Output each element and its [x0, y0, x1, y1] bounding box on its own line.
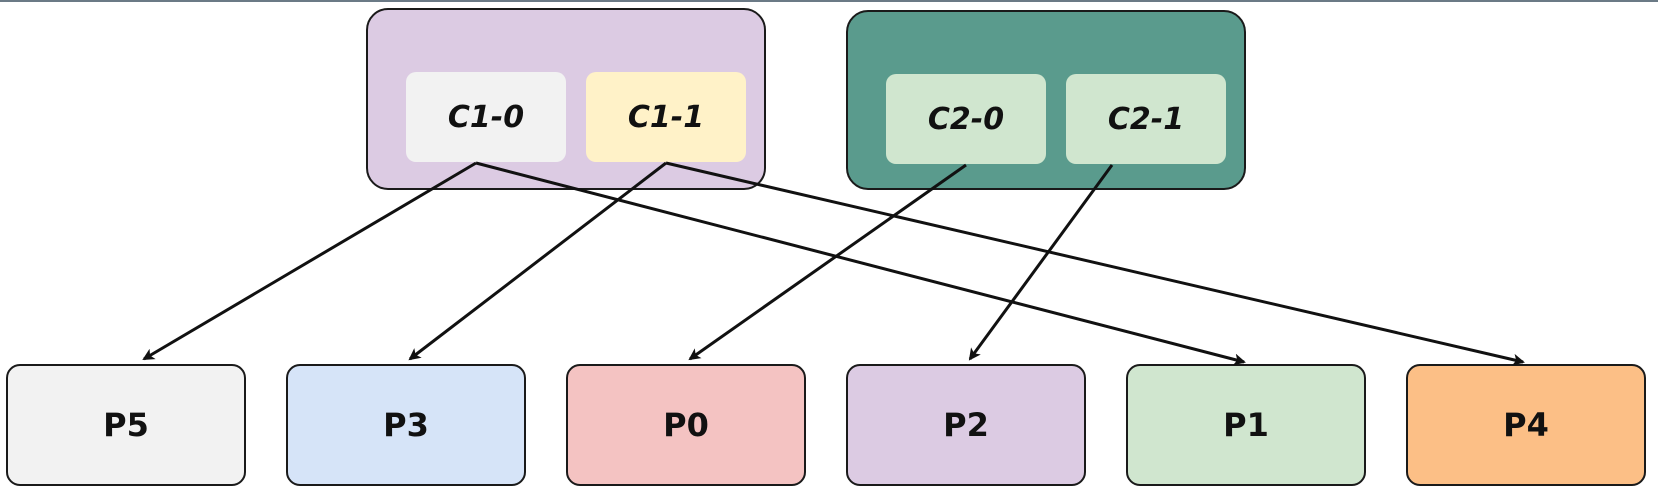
arrow-c1-0-to-p1: [475, 161, 1246, 366]
consumer-c2-1: C2-1: [1066, 74, 1226, 164]
partition-p3: P3: [286, 364, 526, 486]
partition-p4: P4: [1406, 364, 1646, 486]
arrow-c1-0-to-p5: [142, 161, 477, 361]
arrow-c2-0-to-p0: [688, 163, 967, 361]
consumer-c2-0: C2-0: [886, 74, 1046, 164]
partition-p1: P1: [1126, 364, 1366, 486]
partition-p5: P5: [6, 364, 246, 486]
consumer-c1-1: C1-1: [586, 72, 746, 162]
consumer-c1-0: C1-0: [406, 72, 566, 162]
top-border: [0, 0, 1658, 2]
arrow-c1-1-to-p4: [665, 161, 1525, 366]
partition-p0: P0: [566, 364, 806, 486]
arrow-c2-1-to-p2: [968, 164, 1114, 361]
partition-p2: P2: [846, 364, 1086, 486]
arrow-c1-1-to-p3: [408, 161, 667, 361]
